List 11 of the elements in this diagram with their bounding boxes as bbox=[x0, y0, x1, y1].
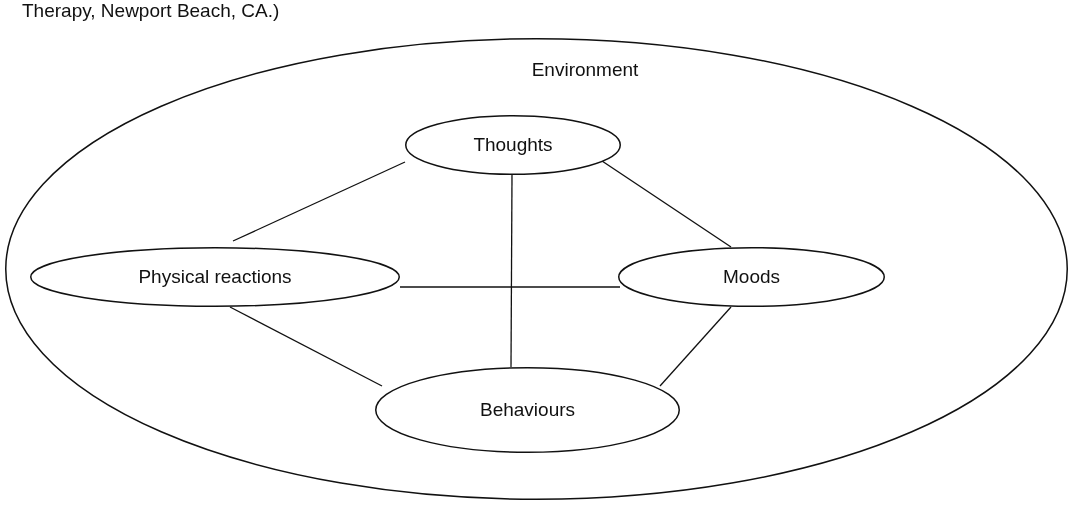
connector-line bbox=[659, 306, 732, 387]
caption-text: Therapy, Newport Beach, CA.) bbox=[22, 0, 280, 22]
connector-line bbox=[510, 174, 513, 368]
connector-line bbox=[232, 161, 406, 242]
node-label: Thoughts bbox=[473, 134, 553, 156]
node-label: Environment bbox=[531, 59, 639, 81]
connector-line bbox=[229, 306, 383, 387]
node-label: Behaviours bbox=[479, 399, 576, 421]
node-label: Moods bbox=[723, 266, 780, 288]
node-label: Physical reactions bbox=[138, 266, 292, 288]
connector-line bbox=[399, 286, 621, 288]
